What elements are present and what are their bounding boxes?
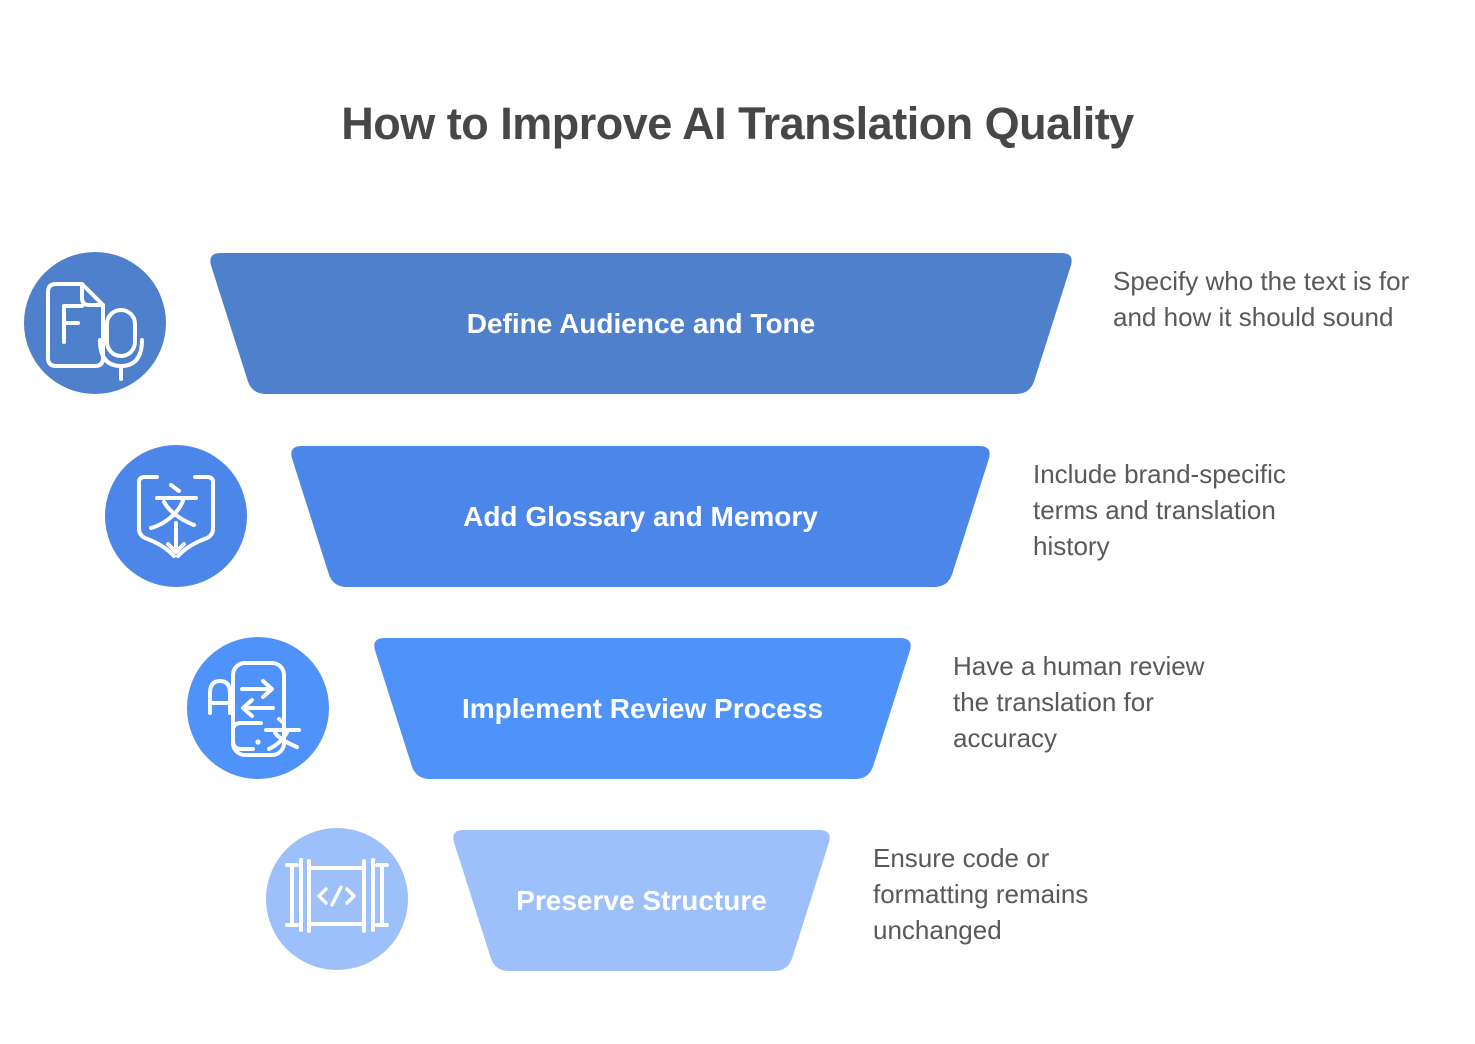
- step-label: Define Audience and Tone: [466, 307, 816, 339]
- step-label: Implement Review Process: [461, 692, 824, 724]
- step-label: Preserve Structure: [516, 884, 767, 916]
- document-voice-icon: [24, 252, 166, 394]
- funnel-segment-1: Define Audience and Tone: [207, 253, 1075, 394]
- funnel-segment-2: Add Glossary and Memory: [288, 446, 993, 587]
- funnel-segment-4: Preserve Structure: [450, 830, 833, 971]
- glossary-book-icon: [105, 445, 247, 587]
- code-structure-icon: [266, 828, 408, 970]
- step-description: Specify who the text is for and how it s…: [1113, 266, 1410, 332]
- review-translate-icon: [187, 637, 329, 779]
- page-title: How to Improve AI Translation Quality: [341, 98, 1134, 149]
- step-description: Include brand-specific terms and transla…: [1033, 459, 1286, 561]
- step-label: Add Glossary and Memory: [463, 500, 818, 532]
- funnel-segment-3: Implement Review Process: [371, 638, 914, 779]
- step-description: Ensure code or formatting remains unchan…: [873, 843, 1089, 945]
- step-description: Have a human review the translation for …: [953, 651, 1205, 753]
